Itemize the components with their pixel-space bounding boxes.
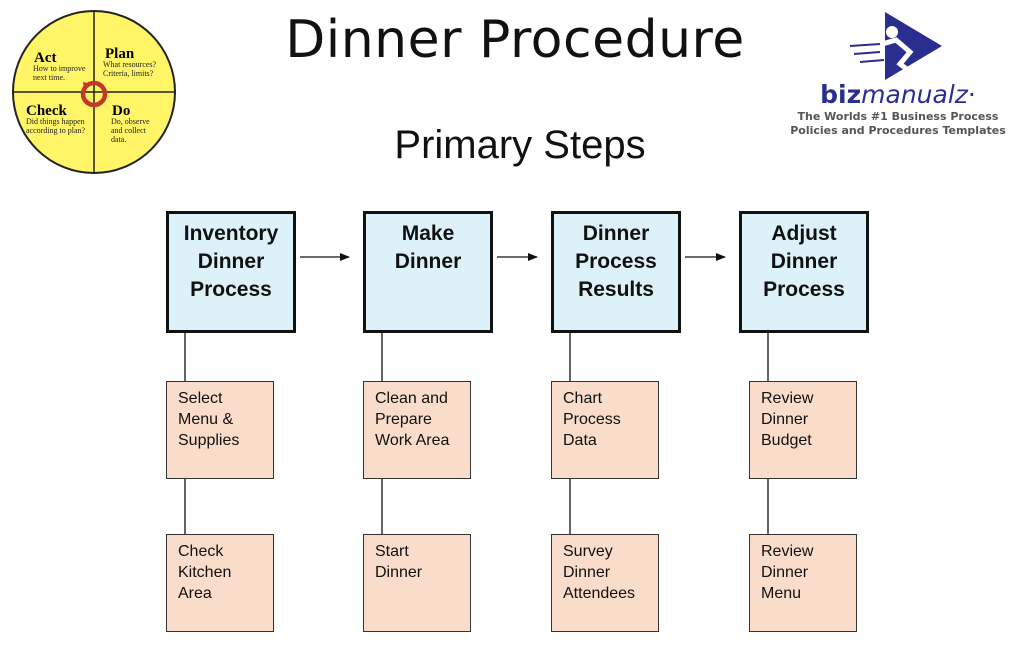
substep-box-4-1: Review Dinner Budget xyxy=(749,381,857,479)
substep-box-3-1: Chart Process Data xyxy=(551,381,659,479)
step-box-3: Dinner Process Results xyxy=(551,211,681,333)
page-subtitle: Primary Steps xyxy=(394,123,646,167)
runner-logo-icon xyxy=(849,12,942,80)
logo-tagline-2: Policies and Procedures Templates xyxy=(790,124,1006,137)
substep-box-2-2: Start Dinner xyxy=(363,534,471,632)
logo-name-mark: · xyxy=(967,80,976,109)
pdca-act-text: How to improve next time. xyxy=(33,64,86,82)
logo-name-italic: manualz xyxy=(861,80,968,109)
substep-box-2-1: Clean and Prepare Work Area xyxy=(363,381,471,479)
pdca-check-label: Check xyxy=(26,103,67,119)
pdca-plan-label: Plan xyxy=(105,46,135,62)
step-box-2: Make Dinner xyxy=(363,211,493,333)
pdca-do-text: Do, observe and collect data. xyxy=(111,117,150,144)
logo-wordmark: bizmanualz· xyxy=(790,80,1006,110)
pdca-do-label: Do xyxy=(112,103,130,119)
pdca-plan-text: What resources? Criteria, limits? xyxy=(103,60,157,78)
step-box-4: Adjust Dinner Process xyxy=(739,211,869,333)
substep-box-4-2: Review Dinner Menu xyxy=(749,534,857,632)
logo-tagline-1: The Worlds #1 Business Process xyxy=(797,110,999,123)
page-title: Dinner Procedure xyxy=(285,10,745,70)
pdca-check-text: Did things happen according to plan? xyxy=(26,117,86,135)
pdca-act-label: Act xyxy=(34,50,57,66)
substep-box-1-2: Check Kitchen Area xyxy=(166,534,274,632)
substep-box-3-2: Survey Dinner Attendees xyxy=(551,534,659,632)
pdca-cycle-wheel: Act How to improve next time. Plan What … xyxy=(12,10,176,174)
logo-name-bold: biz xyxy=(820,80,862,109)
step-box-1: Inventory Dinner Process xyxy=(166,211,296,333)
pdca-ring-icon xyxy=(80,80,108,108)
bizmanualz-logo xyxy=(849,12,942,80)
substep-box-1-1: Select Menu & Supplies xyxy=(166,381,274,479)
